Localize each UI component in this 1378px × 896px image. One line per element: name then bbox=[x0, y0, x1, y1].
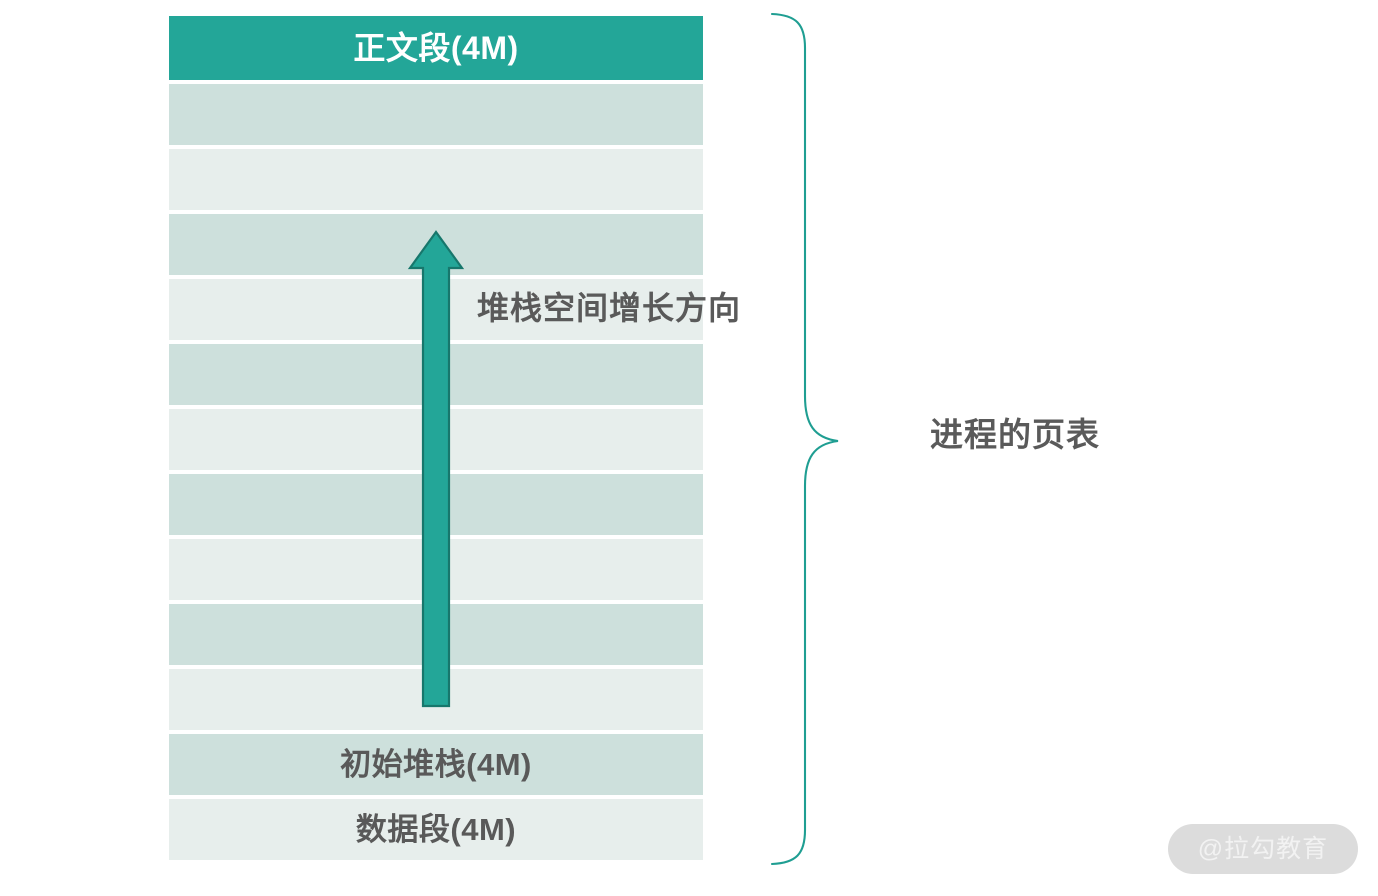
watermark-badge: @拉勾教育 bbox=[1168, 824, 1358, 874]
memory-row-empty-6 bbox=[169, 409, 703, 470]
watermark-text: @拉勾教育 bbox=[1197, 834, 1329, 863]
memory-row-label: 正文段(4M) bbox=[353, 30, 519, 66]
memory-row-label: 数据段(4M) bbox=[355, 812, 517, 847]
memory-row-empty-3 bbox=[169, 214, 703, 275]
memory-row-empty-5 bbox=[169, 344, 703, 405]
memory-row-label: 初始堆栈(4M) bbox=[340, 747, 532, 782]
memory-row-empty-7 bbox=[169, 474, 703, 535]
memory-row-empty-1 bbox=[169, 84, 703, 145]
memory-row-text-segment: 正文段(4M) bbox=[169, 16, 703, 80]
memory-row-initial-stack: 初始堆栈(4M) bbox=[169, 734, 703, 795]
memory-row-empty-2 bbox=[169, 149, 703, 210]
stack-growth-caption: 堆栈空间增长方向 bbox=[477, 290, 742, 326]
memory-row-empty-8 bbox=[169, 539, 703, 600]
memory-row-empty-9 bbox=[169, 604, 703, 665]
page-table-brace-icon bbox=[770, 12, 839, 866]
memory-row-empty-10 bbox=[169, 669, 703, 730]
memory-row-data-segment: 数据段(4M) bbox=[169, 799, 703, 860]
page-table-label: 进程的页表 bbox=[930, 416, 1100, 453]
memory-layout-table: 正文段(4M) 初始堆栈(4M) 数据段(4M) bbox=[169, 16, 703, 860]
